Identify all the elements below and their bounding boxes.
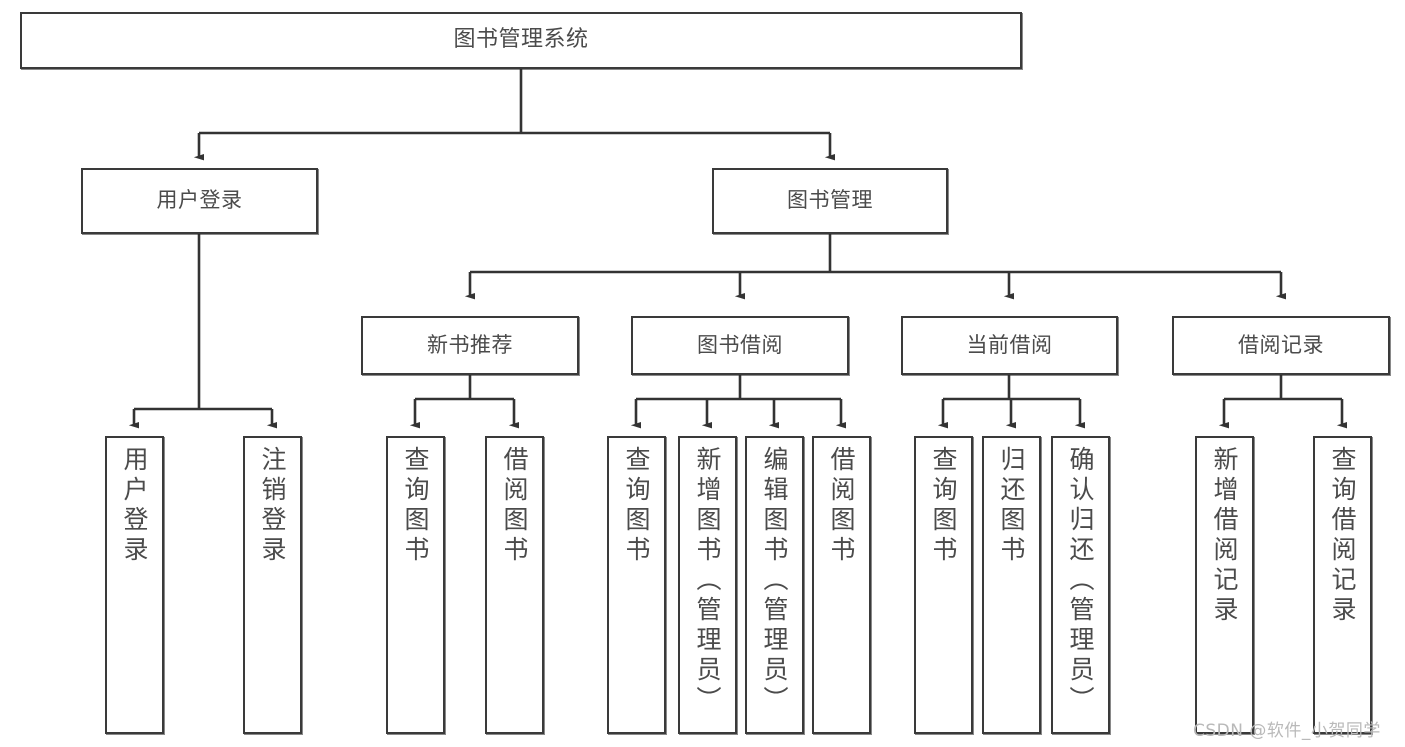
node-root-book-management-system[interactable]: 图书管理系统: [20, 12, 1022, 69]
leaf-query-book-current[interactable]: 查询图书: [914, 436, 973, 734]
node-label: 新增借阅记录: [1210, 446, 1239, 626]
leaf-borrow-book-recommend[interactable]: 借阅图书: [485, 436, 544, 734]
leaf-borrow-book[interactable]: 借阅图书: [812, 436, 871, 734]
node-label: 新书推荐: [427, 332, 513, 357]
leaf-query-borrow-record[interactable]: 查询借阅记录: [1313, 436, 1372, 734]
node-label: 图书管理系统: [453, 27, 589, 53]
node-label: 新增图书（管理员）: [693, 446, 722, 716]
node-user-login[interactable]: 用户登录: [81, 168, 318, 234]
node-label: 确认归还（管理员）: [1066, 446, 1095, 716]
leaf-query-book-recommend[interactable]: 查询图书: [386, 436, 445, 734]
node-label: 用户登录: [156, 188, 243, 213]
node-new-book-recommend[interactable]: 新书推荐: [361, 316, 579, 375]
node-label: 图书借阅: [697, 332, 783, 357]
leaf-add-borrow-record[interactable]: 新增借阅记录: [1195, 436, 1254, 734]
node-book-management[interactable]: 图书管理: [712, 168, 948, 234]
leaf-return-book[interactable]: 归还图书: [982, 436, 1041, 734]
leaf-confirm-return-admin[interactable]: 确认归还（管理员）: [1051, 436, 1110, 734]
node-label: 查询图书: [929, 446, 958, 566]
node-label: 查询图书: [401, 446, 430, 566]
node-label: 归还图书: [997, 446, 1026, 566]
leaf-add-book-admin[interactable]: 新增图书（管理员）: [678, 436, 737, 734]
node-book-borrow[interactable]: 图书借阅: [631, 316, 849, 375]
node-label: 借阅记录: [1238, 332, 1324, 357]
leaf-query-book-borrow[interactable]: 查询图书: [607, 436, 666, 734]
node-label: 编辑图书（管理员）: [760, 446, 789, 716]
node-label: 查询图书: [622, 446, 651, 566]
leaf-logout-login[interactable]: 注销登录: [243, 436, 302, 734]
leaf-user-login[interactable]: 用户登录: [105, 436, 164, 734]
node-label: 图书管理: [787, 188, 873, 213]
node-label: 借阅图书: [827, 446, 856, 566]
node-borrow-record[interactable]: 借阅记录: [1172, 316, 1390, 375]
node-current-borrow[interactable]: 当前借阅: [901, 316, 1118, 375]
node-label: 当前借阅: [966, 332, 1053, 357]
node-label: 查询借阅记录: [1328, 446, 1357, 626]
node-label: 用户登录: [120, 446, 149, 566]
node-label: 借阅图书: [500, 446, 529, 566]
node-label: 注销登录: [258, 446, 287, 566]
leaf-edit-book-admin[interactable]: 编辑图书（管理员）: [745, 436, 804, 734]
csdn-watermark: CSDN @软件_小贺同学: [1193, 721, 1381, 741]
